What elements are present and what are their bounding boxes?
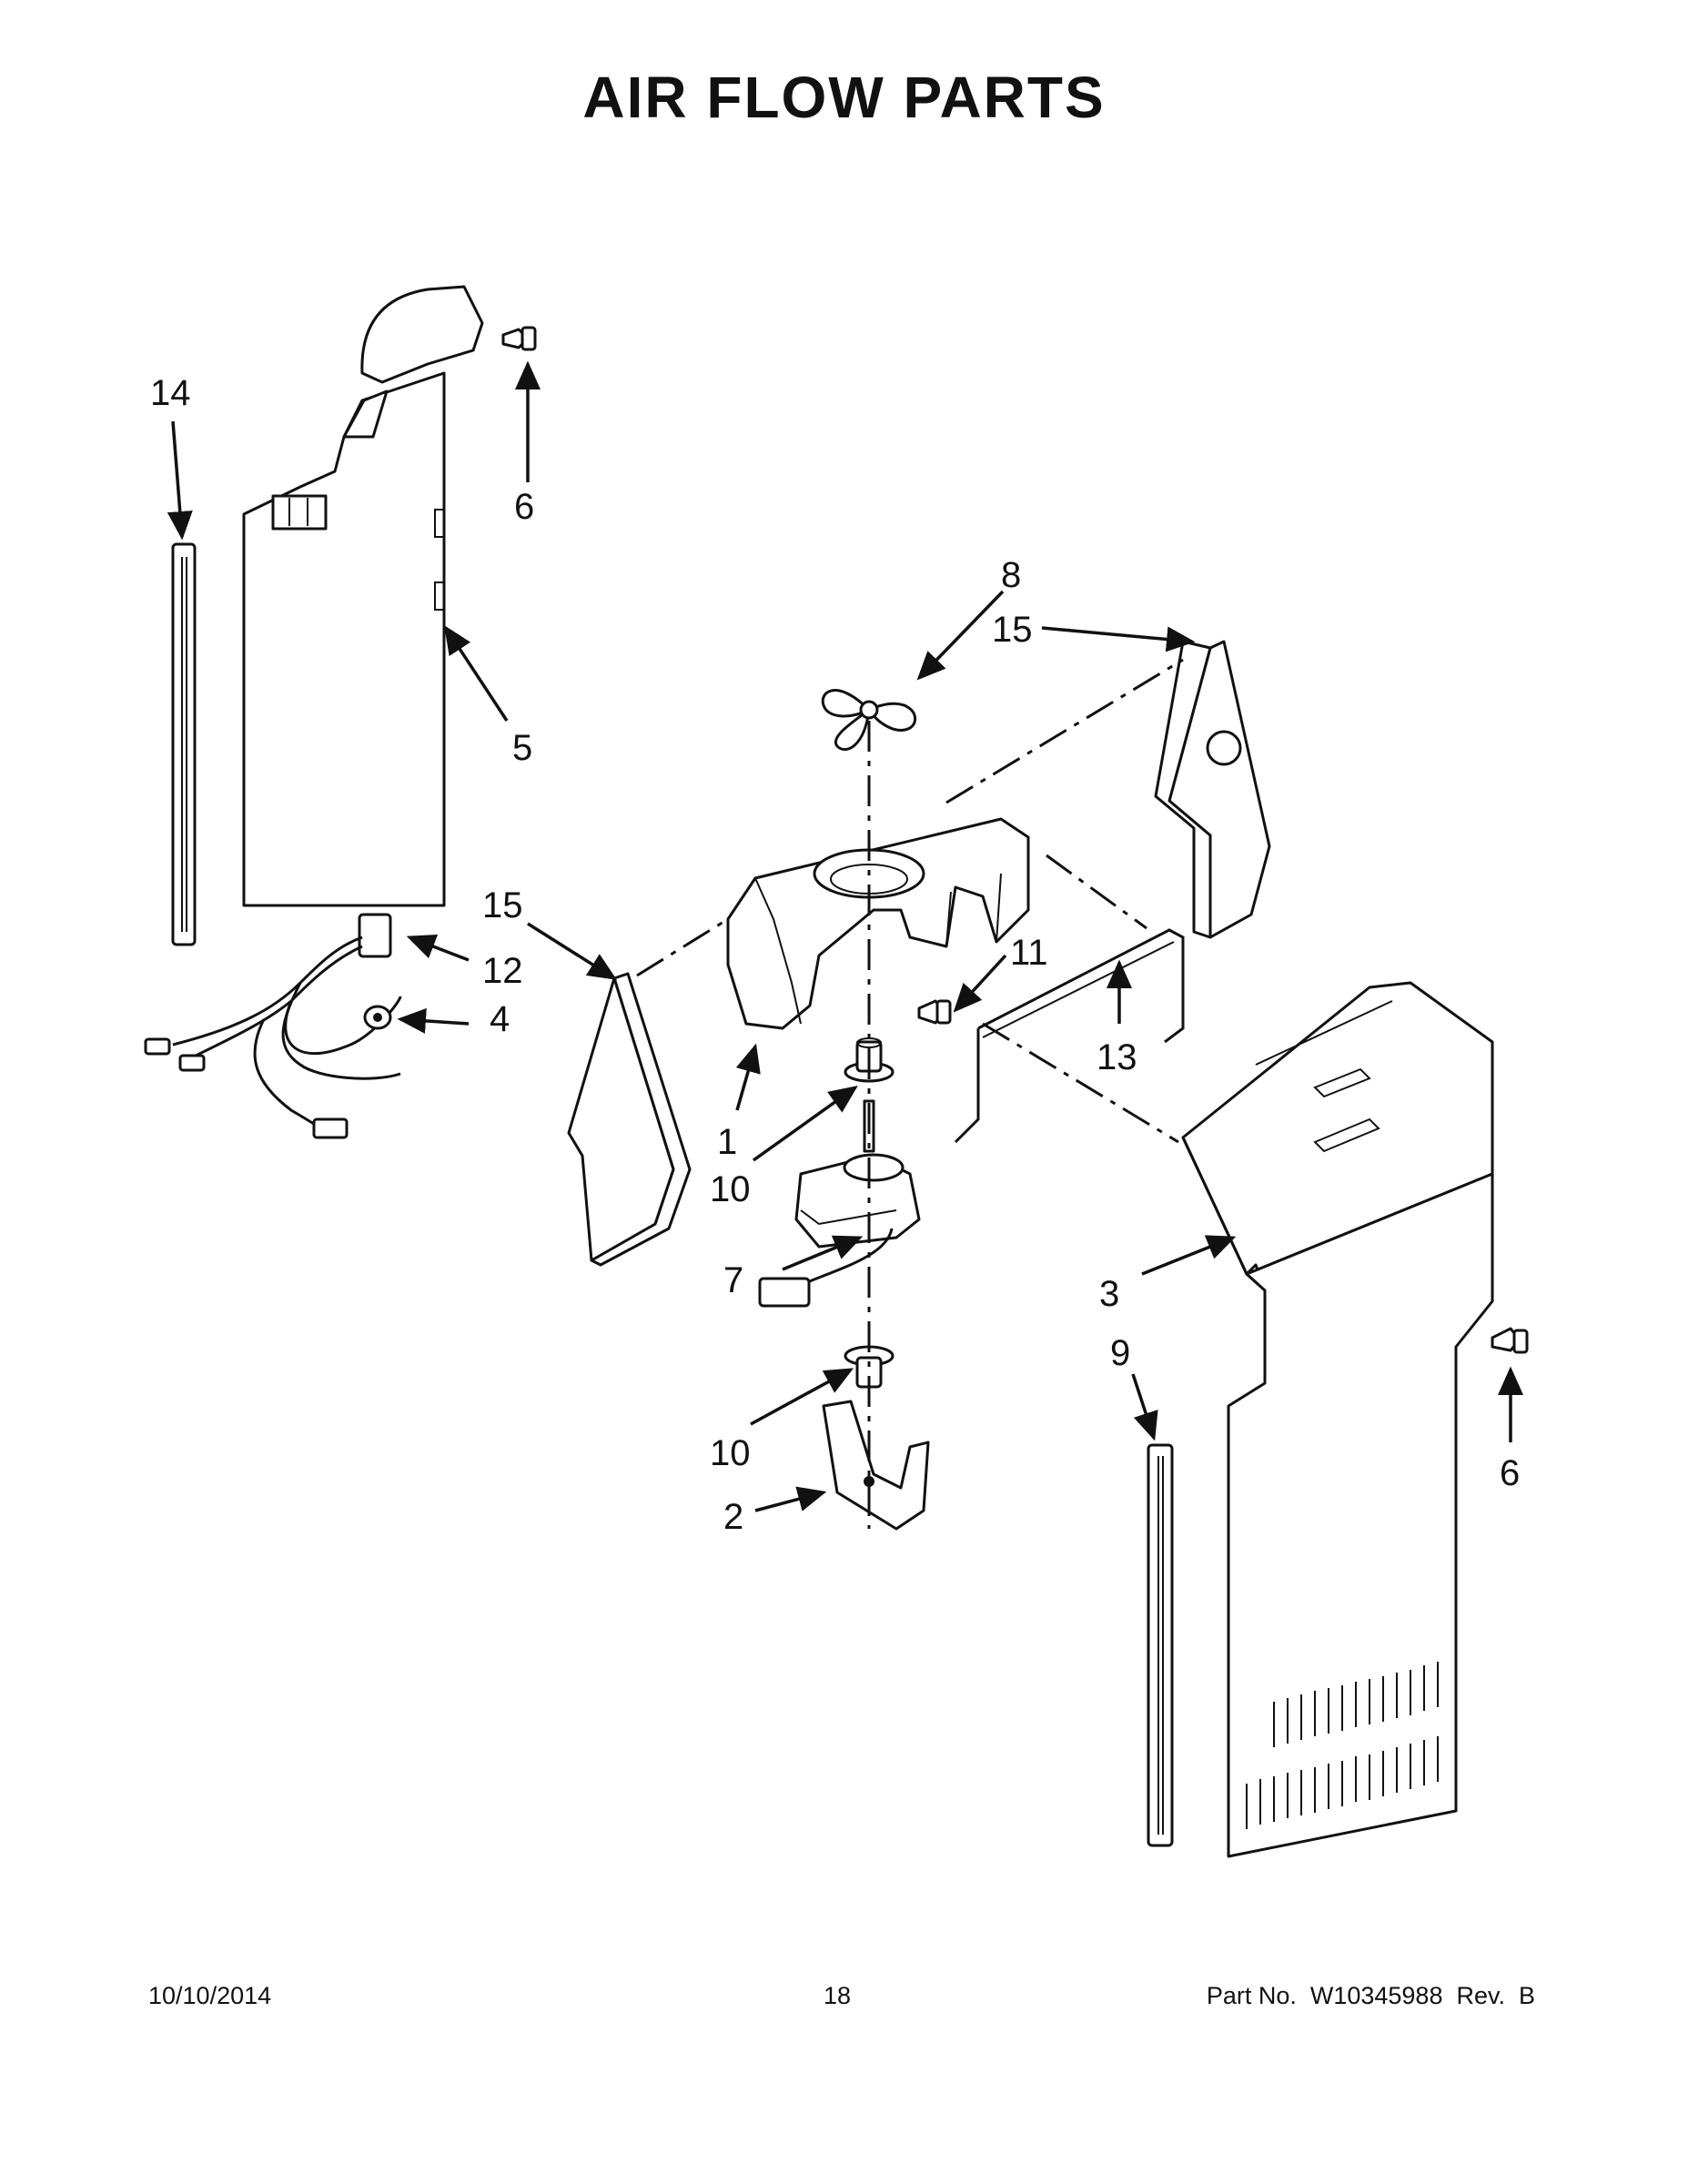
- part-4-grommet: [363, 1005, 392, 1030]
- callout-9: 9: [1110, 1333, 1130, 1373]
- leader-arrows: [167, 360, 1523, 1512]
- callout-7: 7: [723, 1260, 743, 1300]
- part-10-grommet-lower: [844, 1345, 895, 1389]
- callout-3: 3: [1099, 1274, 1119, 1314]
- part-13-wire-bracket: [954, 928, 1185, 1144]
- callout-labels: 14 6 8 15 5 15 12 4 11 13 1 10 7 3 9 6 1…: [150, 373, 1520, 1537]
- callout-10-lower: 10: [710, 1433, 751, 1473]
- footer-date: 10/10/2014: [148, 1982, 272, 2009]
- callout-2: 2: [723, 1497, 743, 1537]
- footer-part-number: Part No. W10345988 Rev. B: [1206, 1982, 1535, 2009]
- callout-15-right: 15: [992, 610, 1033, 650]
- part-2-motor-bracket: [822, 1400, 930, 1531]
- part-7-fan-motor: [758, 1099, 921, 1308]
- callout-13: 13: [1097, 1037, 1137, 1077]
- callout-12: 12: [482, 951, 523, 991]
- part-15-baffle-left: [567, 972, 692, 1267]
- part-5-duct-cover: [242, 285, 484, 907]
- callout-8: 8: [1001, 555, 1021, 595]
- callout-11: 11: [1010, 933, 1048, 973]
- callout-14: 14: [150, 373, 191, 413]
- page-title: AIR FLOW PARTS: [582, 65, 1106, 130]
- part-6-screw-right: [1491, 1327, 1529, 1354]
- part-14-gasket-strip: [171, 542, 197, 946]
- callout-10-upper: 10: [710, 1169, 751, 1209]
- assembly-lines: [636, 658, 1184, 1529]
- callout-6-right: 6: [1500, 1453, 1520, 1493]
- callout-15-left: 15: [482, 885, 523, 925]
- callout-5: 5: [512, 728, 532, 768]
- part-3-rear-panel: [1181, 981, 1494, 1858]
- part-12-wire-harness: [144, 913, 402, 1139]
- part-8-fan-blade: [821, 689, 917, 752]
- callout-1: 1: [717, 1122, 737, 1162]
- footer-page-number: 18: [824, 1982, 852, 2009]
- part-9-gasket-strip: [1147, 1443, 1174, 1847]
- vent-slots: [1246, 1662, 1439, 1829]
- callout-6-top: 6: [514, 487, 534, 527]
- part-11-screw: [917, 999, 952, 1025]
- part-1-fan-housing: [726, 817, 1030, 1030]
- callout-4: 4: [490, 999, 510, 1039]
- part-15-baffle-right: [1154, 640, 1271, 939]
- part-6-screw-top: [501, 326, 537, 351]
